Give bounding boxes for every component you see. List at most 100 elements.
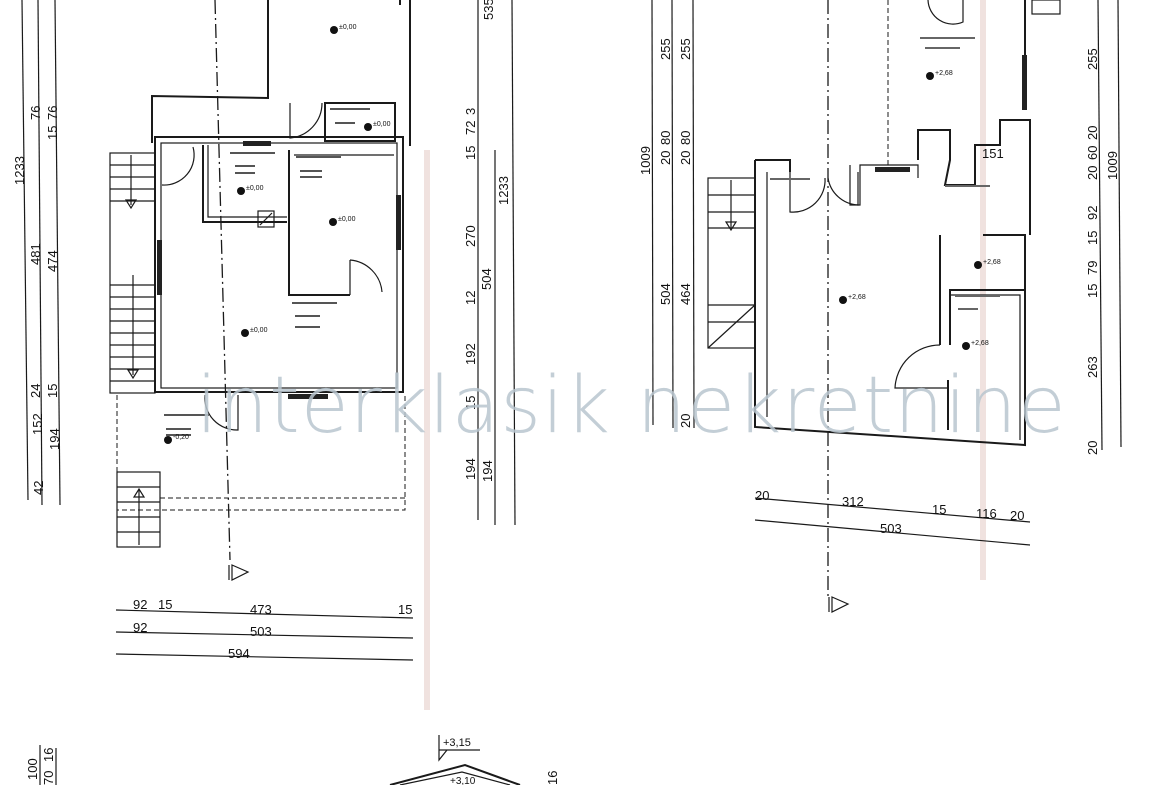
watermark: interklasik nekretnine: [196, 361, 1067, 451]
dim-label: 504: [658, 283, 673, 305]
door-swing: [894, 344, 948, 389]
door-swing: [827, 172, 859, 206]
section-line: [214, 0, 231, 561]
level-marker: ±0,00: [241, 327, 268, 337]
dim-label: 594: [228, 646, 250, 661]
level-marker: +2,68: [962, 340, 989, 350]
dim-label: 3: [463, 108, 478, 115]
dim-label: 15: [1085, 284, 1100, 298]
dim-label: 1009: [638, 146, 653, 175]
storage-room: [324, 102, 396, 142]
paper-fold: [424, 150, 430, 710]
dim-label: 20: [1085, 441, 1100, 455]
level-marker: ±0,00: [364, 121, 391, 131]
svg-text:±0,00: ±0,00: [250, 327, 268, 334]
dim-label: 151: [982, 146, 1004, 161]
svg-text:+2,68: +2,68: [983, 259, 1001, 266]
door-swing: [204, 394, 239, 431]
dim-label: 504: [479, 268, 494, 290]
dim-label: 24: [28, 384, 43, 398]
svg-text:+3,10: +3,10: [450, 776, 476, 785]
dim-label: 76: [28, 106, 43, 120]
window: [243, 141, 271, 146]
dim-label: 92: [133, 597, 147, 612]
dim-label: 152: [30, 413, 45, 435]
dimension-lines: [651, 0, 1122, 546]
window: [157, 240, 162, 295]
dim-label: 20: [755, 488, 769, 503]
svg-text:±0,00: ±0,00: [246, 185, 264, 192]
dim-label: 20: [1085, 126, 1100, 140]
dim-label: 15: [398, 602, 412, 617]
dim-label: 15: [45, 384, 60, 398]
dim-label: 194: [47, 428, 62, 450]
stairs: [109, 152, 161, 548]
level-marker: [438, 735, 480, 762]
svg-text:+2,68: +2,68: [971, 340, 989, 347]
dim-label: 72: [463, 121, 478, 135]
dim-label: 255: [1085, 48, 1100, 70]
dim-label: 464: [678, 283, 693, 305]
dim-label: 15: [1085, 231, 1100, 245]
dim-label: 100: [25, 758, 40, 780]
level-marker: -0,20: [164, 434, 189, 444]
svg-text:±0,00: ±0,00: [373, 121, 391, 128]
dim-label: 79: [1085, 261, 1100, 275]
dim-label: 473: [250, 602, 272, 617]
svg-text:±0,00: ±0,00: [339, 24, 357, 31]
wall: [151, 0, 269, 143]
left-floor-plan: ±0,00 ±0,00 ±0,00 ±0,00 ±0,00 -0,20 1233…: [12, 0, 516, 661]
level-marker: +2,68: [839, 294, 866, 304]
dim-label: 15: [463, 146, 478, 160]
dim-label: 194: [480, 460, 495, 482]
svg-text:+2,68: +2,68: [848, 294, 866, 301]
dim-label: 194: [463, 458, 478, 480]
dim-label: 12: [463, 291, 478, 305]
level-marker: ±0,00: [329, 216, 356, 226]
dim-label: 116: [976, 506, 997, 521]
dim-label: 503: [880, 521, 902, 536]
dim-label: 80: [658, 131, 673, 145]
dim-label: 60: [1085, 146, 1100, 160]
svg-text:+2,68: +2,68: [935, 70, 953, 77]
dim-label: 255: [658, 38, 673, 60]
dim-label: 312: [842, 494, 864, 509]
svg-text:-0,20: -0,20: [173, 434, 189, 441]
room-label-blocks: [164, 108, 370, 436]
level-marker: +2,68: [926, 70, 953, 80]
dim-label: 474: [45, 250, 60, 272]
dim-label: 70: [41, 771, 56, 785]
dim-label: 42: [31, 481, 46, 495]
dim-label: 16: [41, 748, 56, 762]
dim-label: 16: [545, 771, 560, 785]
dim-label: 20: [1010, 508, 1024, 523]
dimension-lines: [21, 0, 516, 661]
svg-text:±0,00: ±0,00: [338, 216, 356, 223]
dim-label: 80: [678, 131, 693, 145]
door-swing: [927, 0, 964, 25]
dim-label: 270: [463, 225, 478, 247]
stairs: [707, 177, 756, 349]
dim-label: 481: [28, 243, 43, 265]
dim-label: 20: [1085, 166, 1100, 180]
dim-label: 20: [658, 151, 673, 165]
dim-label: 92: [133, 620, 147, 635]
room-label-blocks: [770, 37, 1000, 310]
door-swing: [161, 146, 195, 186]
dim-label: 20: [678, 414, 693, 428]
window: [288, 394, 328, 399]
door-swing: [789, 172, 826, 213]
dim-label: 1009: [1105, 151, 1120, 180]
door-swing: [349, 259, 383, 295]
dim-label: 1233: [12, 156, 27, 185]
dim-label: 15: [932, 502, 946, 517]
chimney: [257, 210, 275, 228]
dim-label: 255: [678, 38, 693, 60]
dim-label: 263: [1085, 356, 1100, 378]
dim-label: 1233: [496, 176, 511, 205]
dim-label: 535: [481, 0, 496, 20]
dim-label: 20: [678, 151, 693, 165]
door-swing: [289, 102, 323, 139]
dim-label: 15: [45, 126, 60, 140]
